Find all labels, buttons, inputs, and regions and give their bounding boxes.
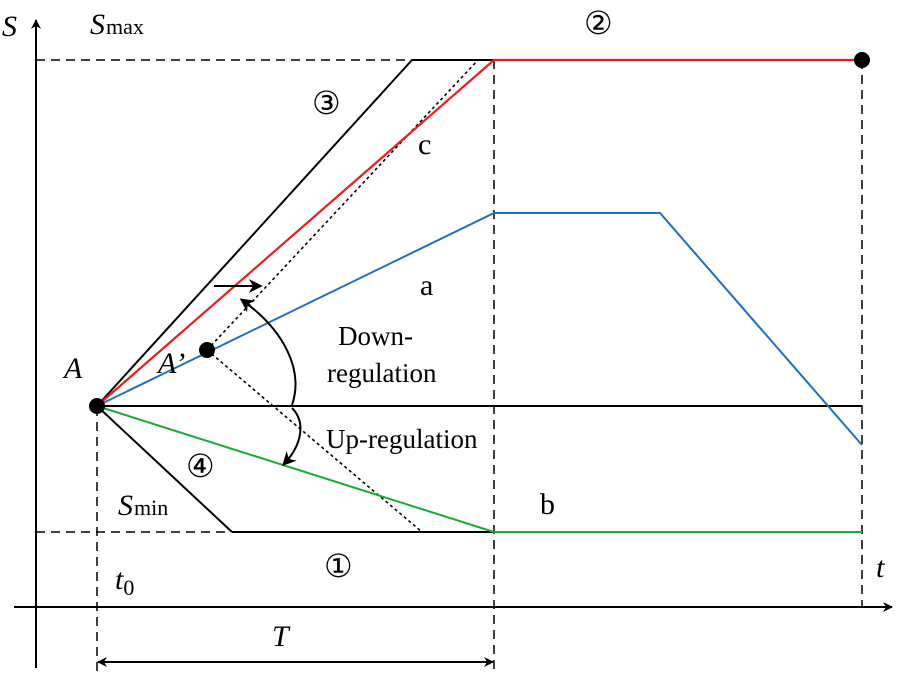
point-A-prime-label: A’ [156, 347, 185, 380]
t0-label-main: t [115, 563, 124, 596]
x-axis-label: t [876, 551, 885, 584]
end-point-marker [854, 52, 870, 68]
point-A-label: A [62, 352, 83, 385]
curve-c-label: c [418, 128, 431, 161]
region-3-label: ③ [312, 85, 341, 121]
smin-label: Smin [118, 489, 168, 522]
period-label: T [272, 620, 291, 653]
smax-label-main: S [90, 8, 105, 41]
smax-label: Smax [90, 8, 144, 41]
smin-label-main: S [118, 489, 133, 522]
curve-a [96, 212, 863, 446]
curve-c [96, 58, 862, 407]
up-regulation-label: Up-regulation [326, 424, 478, 454]
dotted-line-lower [206, 349, 423, 533]
curve-b [96, 405, 862, 533]
dashed-guides [36, 59, 863, 672]
boundary-4 [96, 405, 233, 533]
region-2-label: ② [584, 5, 613, 41]
point-A-marker [89, 398, 105, 414]
dotted-line-upper [206, 59, 479, 351]
curve-b-label: b [540, 488, 555, 521]
region-1-label: ① [324, 548, 353, 584]
curve-a-label: a [420, 269, 433, 302]
region-4-label: ④ [186, 448, 215, 484]
down-regulation-label-line1: Down- [338, 321, 413, 351]
y-axis-label: S [2, 10, 17, 43]
up-regulation-arrow [282, 407, 302, 467]
down-regulation-label-line2: regulation [327, 358, 437, 388]
t0-label-sub: 0 [123, 575, 134, 600]
point-A-prime-marker [199, 342, 215, 358]
boundary-3 [96, 59, 413, 407]
smin-label-sub: min [134, 495, 168, 520]
t0-label: t0 [115, 563, 134, 600]
down-regulation-arrow [239, 298, 297, 406]
smax-label-sub: max [106, 14, 144, 39]
